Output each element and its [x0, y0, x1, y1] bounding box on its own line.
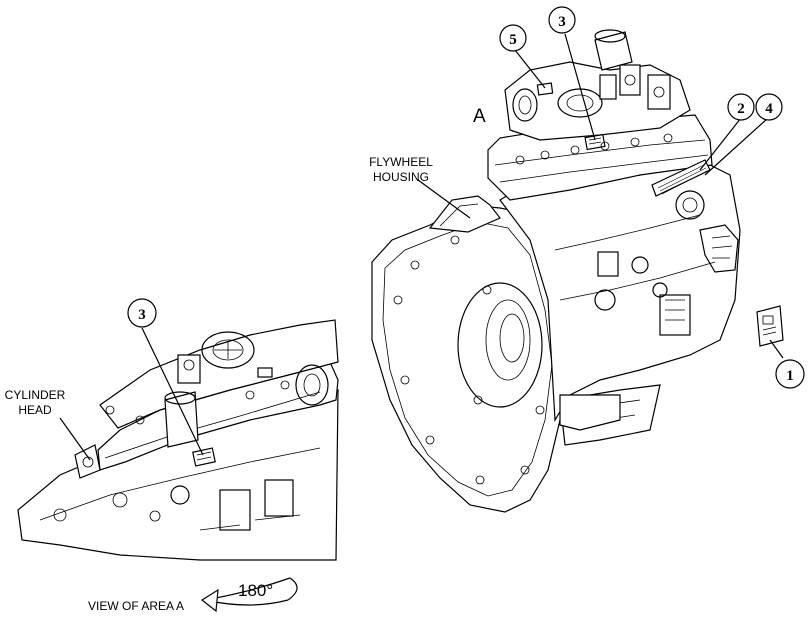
callout-4-label: 4	[765, 101, 773, 117]
rotation-arrow-icon	[200, 577, 298, 613]
view-of-area-a-caption: VIEW OF AREA A	[88, 599, 184, 613]
decal-5-shape	[536, 82, 554, 96]
callout-1: 1	[775, 359, 805, 389]
area-a-label: A	[473, 106, 486, 127]
rotation-label: 180°	[238, 581, 273, 600]
callout-2: 2	[727, 93, 755, 121]
flywheel-housing-label-line2: HOUSING	[373, 170, 429, 184]
callout-3-top-label: 3	[558, 14, 566, 30]
callout-3-left: 3	[127, 298, 157, 328]
callout-4: 4	[755, 93, 783, 121]
decal-1-drawing	[756, 305, 784, 347]
flywheel-housing-label-line1: FLYWHEEL	[369, 155, 433, 169]
view-a-drawing	[17, 319, 339, 561]
callout-2-label: 2	[737, 101, 745, 117]
leader-lines	[59, 33, 784, 461]
callout-3-top: 3	[548, 6, 576, 34]
cylinder-head-label-line2: HEAD	[18, 403, 52, 417]
view-a-decal-3	[192, 447, 216, 467]
callout-3-left-label: 3	[138, 307, 146, 323]
callout-5-label: 5	[509, 32, 517, 48]
callout-1-label: 1	[786, 368, 794, 384]
main-engine-drawing	[371, 29, 741, 513]
callout-5: 5	[499, 24, 527, 52]
cylinder-head-label-line1: CYLINDER	[5, 388, 66, 402]
